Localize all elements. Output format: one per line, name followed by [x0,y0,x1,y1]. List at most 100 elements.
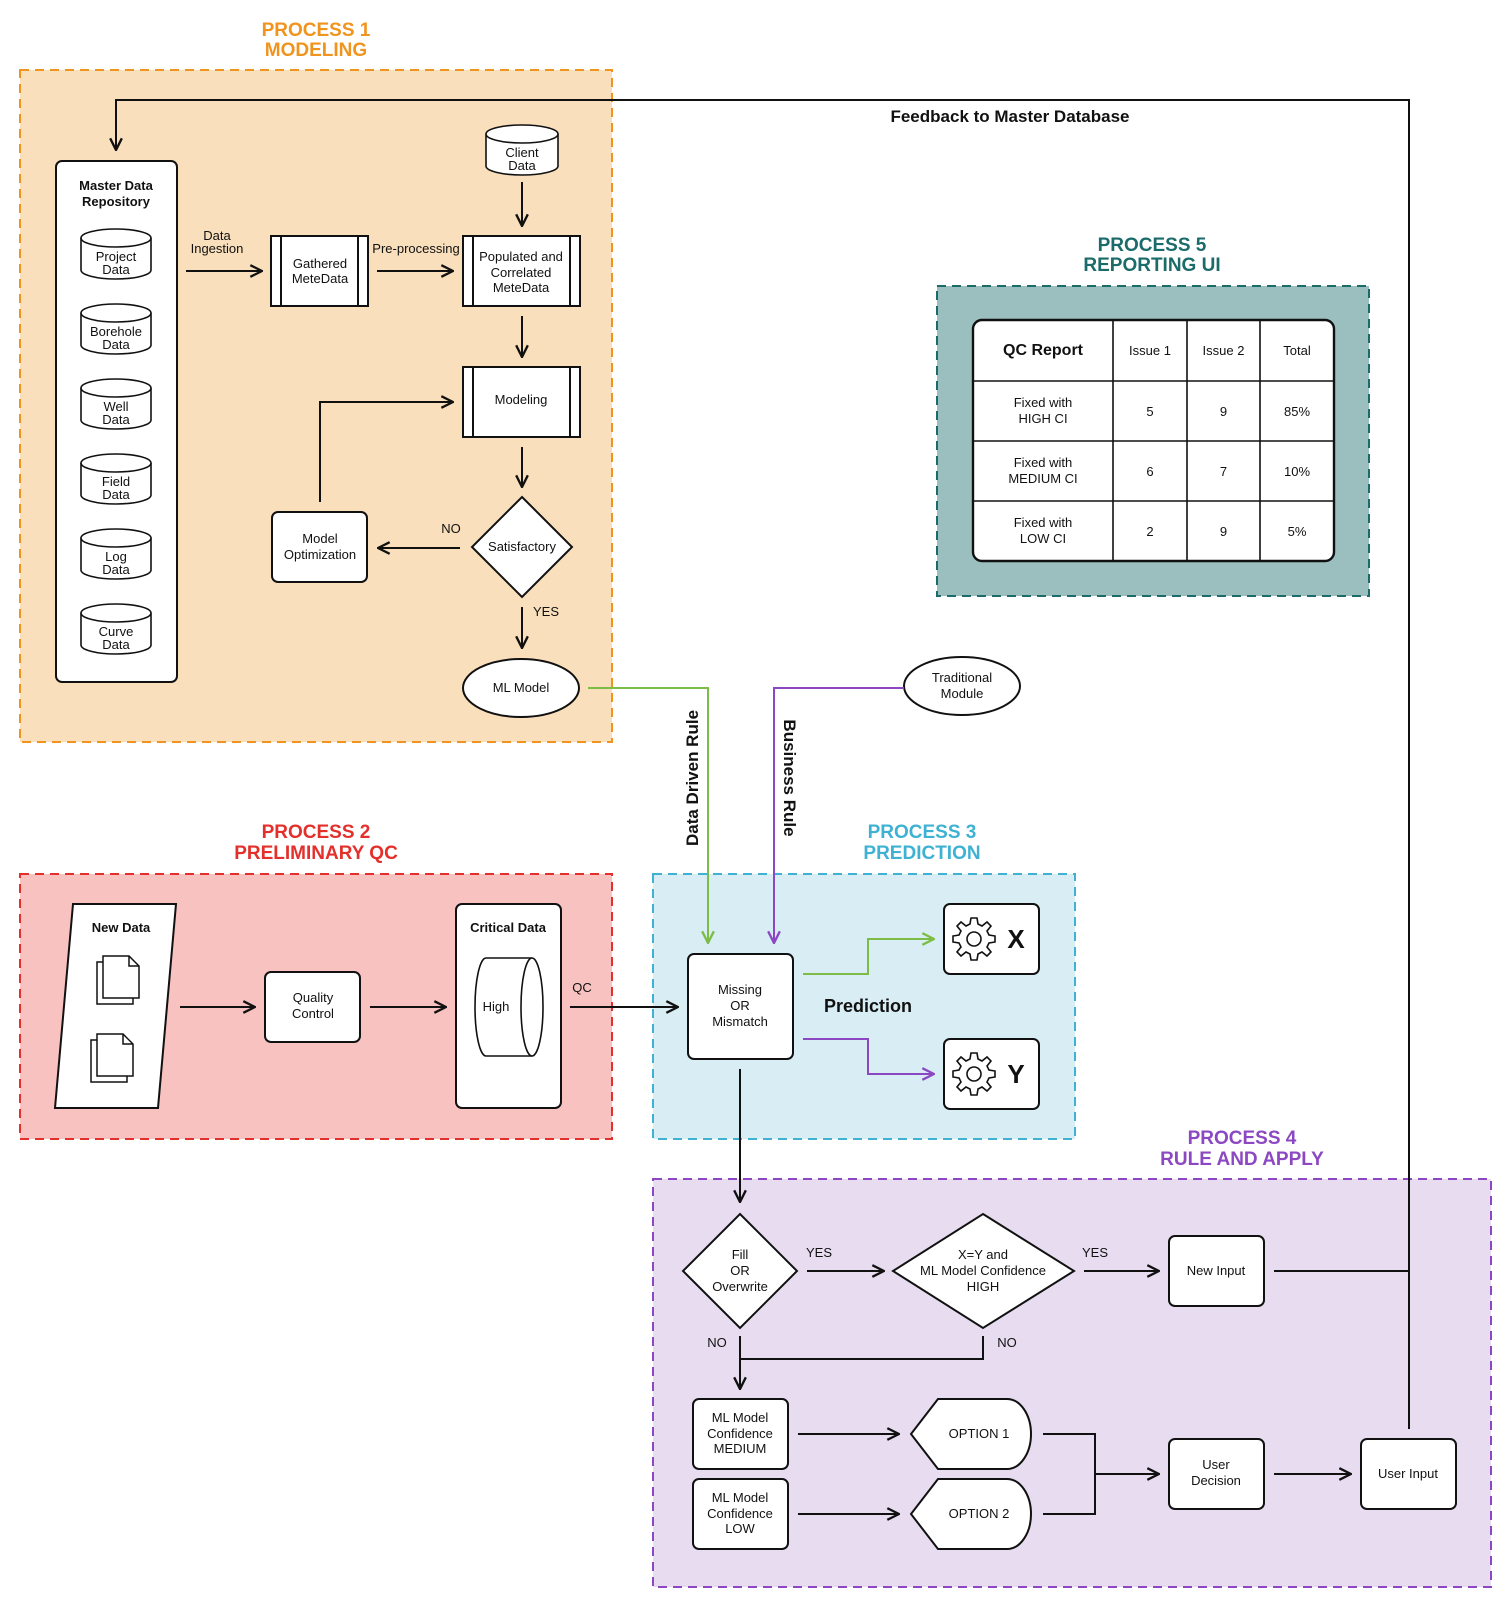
gathered-label-1: Gathered [293,256,347,271]
option-1-display [909,1398,1032,1470]
user-decision-label-2: Decision [1191,1473,1241,1488]
medium-label-2: Confidence [707,1426,773,1441]
table-cell: 9 [1220,524,1227,539]
repository-title-line2: Repository [82,194,151,209]
process-5-subtitle: REPORTING UI [1083,255,1220,276]
option-2-display [909,1478,1032,1550]
missing-label-2: OR [730,998,750,1013]
confidence-medium-box [692,1398,789,1470]
repository-item-label: Data [102,412,130,427]
confidence-low-box [692,1478,789,1550]
client-data-label-2: Data [508,158,536,173]
repository-item-label: Well [103,399,128,414]
table-cell: 7 [1220,464,1227,479]
user-input-box [1360,1438,1457,1510]
preprocessing-label: Pre-processing [372,241,459,256]
table-row-label: HIGH CI [1018,411,1067,426]
gathered-label-2: MeteData [292,271,349,286]
table-header-cell: Total [1283,343,1311,358]
satisfactory-yes-label: YES [533,604,559,619]
option-1-label: OPTION 1 [949,1426,1010,1441]
repository-item-label: Curve [99,624,134,639]
new-data-box [53,903,178,1109]
table-row-label: MEDIUM CI [1008,471,1077,486]
model-optimization-label-2: Optimization [284,547,356,562]
business-rule-label: Business Rule [780,719,799,836]
optimization-feedback-arrow [319,402,453,502]
high-data-cylinder [474,957,544,1057]
quality-control-label-1: Quality [293,990,334,1005]
user-decision-label-1: User [1202,1457,1230,1472]
repository-title-line1: Master Data [79,178,153,193]
medium-label-3: MEDIUM [714,1441,767,1456]
new-input-label: New Input [1187,1263,1246,1278]
business-rule-connector [774,687,904,943]
table-header-cell: QC Report [1003,342,1084,359]
table-cell: 9 [1220,404,1227,419]
qc-label: QC [572,980,592,995]
low-label-2: Confidence [707,1506,773,1521]
populated-label-2: Correlated [491,265,552,280]
repository-item-label: Field [102,474,130,489]
client-data-cylinder [485,124,559,176]
satisfactory-decision [470,495,574,599]
repository-item-label: Log [105,549,127,564]
missing-mismatch-box [687,953,794,1060]
process-2-title: PROCESS 2 [262,822,371,843]
new-input-box [1168,1235,1265,1307]
data-driven-rule-label: Data Driven Rule [683,710,702,846]
xy-yes-label: YES [1082,1245,1108,1260]
table-cell: 10% [1284,464,1310,479]
repository-item-label: Data [102,487,130,502]
repository-item-label: Data [102,562,130,577]
populated-metedata-box [462,235,581,307]
prediction-y-label: Y [1007,1059,1024,1089]
repository-item-label: Data [102,337,130,352]
fill-label-3: Overwrite [712,1279,768,1294]
repository-item-label: Project [96,249,137,264]
satisfactory-label: Satisfactory [488,539,556,554]
modeling-label: Modeling [495,392,548,407]
prediction-y-connector [803,1038,934,1074]
prediction-x-connector [803,939,934,975]
fill-label-2: OR [730,1263,750,1278]
traditional-module-label-1: Traditional [932,670,992,685]
data-ingestion-label-2: Ingestion [191,241,244,256]
document-icon [90,1033,134,1083]
repository-items: ProjectDataBoreholeDataWellDataFieldData… [80,228,152,655]
populated-label-3: MeteData [493,280,550,295]
data-driven-rule-connector [588,687,708,943]
process-4-subtitle: RULE AND APPLY [1160,1149,1324,1170]
xy-no-label: NO [997,1335,1017,1350]
data-ingestion-label-1: Data [203,228,231,243]
process-2-subtitle: PRELIMINARY QC [234,843,398,864]
process-3-subtitle: PREDICTION [863,843,980,864]
ml-model-label: ML Model [493,680,550,695]
client-data-label-1: Client [505,145,539,160]
modeling-box [462,366,581,438]
populated-label-1: Populated and [479,249,563,264]
traditional-module-node [903,656,1021,716]
option-2-label: OPTION 2 [949,1506,1010,1521]
prediction-y-box [943,1038,1040,1110]
high-label: High [483,999,510,1014]
traditional-module-label-2: Module [941,686,984,701]
prediction-label: Prediction [824,996,912,1016]
fill-overwrite-decision [681,1212,799,1330]
process-1-title: PROCESS 1 [262,20,371,41]
repository-item-label: Borehole [90,324,142,339]
table-cell: 5 [1146,404,1153,419]
xy-no-connector [740,1336,984,1360]
quality-control-label-2: Control [292,1006,334,1021]
prediction-x-label: X [1007,924,1025,954]
new-data-label: New Data [92,920,151,935]
model-optimization-label-1: Model [302,531,338,546]
fill-no-label: NO [707,1335,727,1350]
process-5-title: PROCESS 5 [1098,235,1207,256]
